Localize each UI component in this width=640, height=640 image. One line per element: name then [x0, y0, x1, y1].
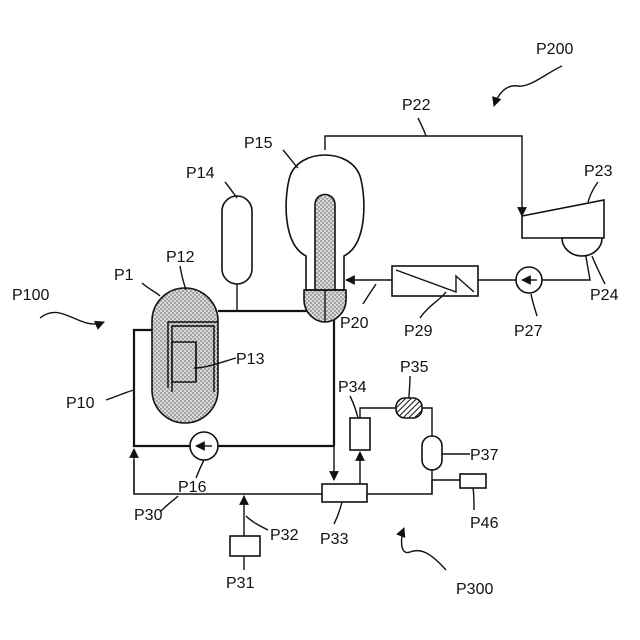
label-p27: P27 [514, 323, 543, 340]
mixer [322, 484, 367, 502]
injection-unit-p34 [350, 418, 370, 450]
reactor-vessel [152, 288, 218, 423]
label-p34: P34 [338, 379, 367, 396]
label-p13: P13 [236, 351, 265, 368]
label-p12: P12 [166, 249, 195, 266]
label-p1: P1 [114, 267, 134, 284]
filter-p35 [396, 398, 422, 418]
primary-pump [190, 432, 218, 460]
label-p14: P14 [186, 165, 215, 182]
label-p35: P35 [400, 359, 429, 376]
feedwater-heater [392, 266, 478, 296]
label-p22: P22 [402, 97, 431, 114]
label-p46: P46 [470, 515, 499, 532]
supply-unit-p46 [460, 474, 486, 488]
label-p100: P100 [12, 287, 49, 304]
label-p30: P30 [134, 507, 163, 524]
label-p200: P200 [536, 41, 573, 58]
turbine [522, 200, 604, 238]
label-p33: P33 [320, 531, 349, 548]
supply-unit-p31 [230, 536, 260, 556]
injection-lines [134, 408, 460, 536]
label-p31: P31 [226, 575, 255, 592]
label-p37: P37 [470, 447, 499, 464]
label-p15: P15 [244, 135, 273, 152]
label-p300: P300 [456, 581, 493, 598]
label-p29: P29 [404, 323, 433, 340]
condenser [562, 238, 602, 256]
label-p24: P24 [590, 287, 619, 304]
label-p20: P20 [340, 315, 369, 332]
steam-generator [286, 155, 364, 322]
tank-p37 [422, 436, 442, 470]
label-p10: P10 [66, 395, 95, 412]
label-p32: P32 [270, 527, 299, 544]
label-p16: P16 [178, 479, 207, 496]
feed-pump [516, 267, 542, 293]
label-p23: P23 [584, 163, 613, 180]
pressurizer [222, 196, 252, 311]
